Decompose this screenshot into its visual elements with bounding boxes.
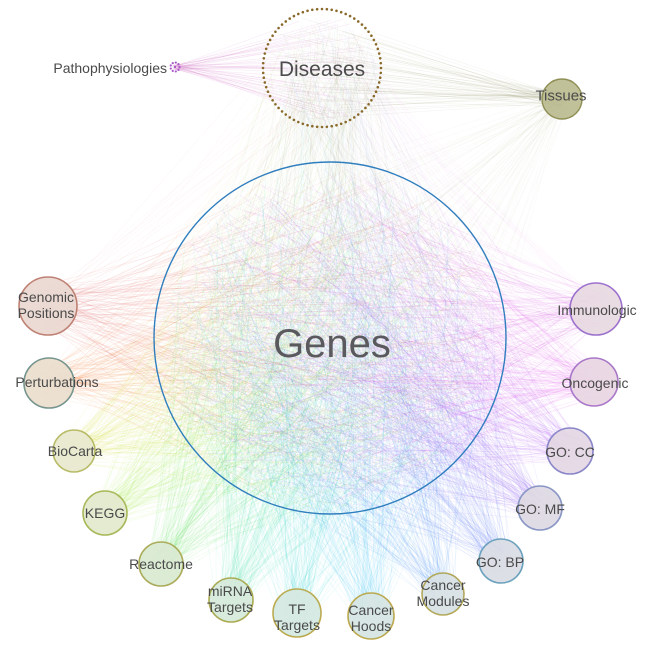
edges-oncogenic-diseases bbox=[278, 29, 600, 392]
edges-cancer-modules-genes bbox=[158, 175, 495, 609]
node-mirna-targets[interactable] bbox=[208, 577, 254, 623]
edges-reactome-diseases bbox=[153, 32, 361, 570]
edges-tissues-genes bbox=[162, 89, 572, 506]
edges-go-cc-genes bbox=[168, 169, 587, 488]
edges-go-mf-diseases bbox=[269, 18, 548, 516]
edges-genomic-positions-genes bbox=[26, 172, 489, 498]
node-go-cc[interactable] bbox=[546, 427, 594, 475]
node-tf-targets[interactable] bbox=[272, 588, 322, 638]
edges-mirna-targets-diseases bbox=[225, 11, 377, 607]
edges-perturbations-diseases bbox=[40, 34, 379, 390]
edges-pathophysiologies-diseases bbox=[172, 18, 376, 122]
node-genomic-positions[interactable] bbox=[18, 276, 78, 336]
node-cancer-hoods[interactable] bbox=[347, 592, 395, 640]
edges-cancer-modules-diseases bbox=[281, 22, 449, 600]
edges-kegg-diseases bbox=[96, 36, 361, 522]
genes-node[interactable] bbox=[153, 161, 507, 515]
edges-go-bp-genes bbox=[167, 180, 518, 578]
node-perturbations[interactable] bbox=[23, 357, 75, 409]
tissues-node[interactable] bbox=[541, 78, 583, 120]
edges-oncogenic-genes bbox=[165, 177, 611, 503]
node-immunologic[interactable] bbox=[569, 282, 623, 336]
edges-immunologic-diseases bbox=[273, 25, 606, 315]
node-kegg[interactable] bbox=[82, 490, 128, 536]
edges-mirna-targets-genes bbox=[171, 171, 493, 617]
edges-genomic-positions-diseases bbox=[40, 31, 367, 316]
pathophysiologies-node[interactable] bbox=[169, 61, 181, 73]
edges-immunologic-genes bbox=[170, 169, 614, 498]
edges-kegg-genes bbox=[88, 168, 488, 529]
edges-reactome-genes bbox=[144, 174, 491, 579]
node-go-bp[interactable] bbox=[478, 538, 524, 584]
node-cancer-modules[interactable] bbox=[421, 572, 465, 616]
node-go-mf[interactable] bbox=[517, 485, 563, 531]
edges-go-cc-diseases bbox=[272, 22, 578, 457]
edges-go-mf-genes bbox=[163, 170, 556, 522]
edges-cancer-hoods-diseases bbox=[285, 32, 380, 621]
edges-perturbations-genes bbox=[32, 174, 490, 499]
node-biocarta[interactable] bbox=[52, 429, 96, 473]
node-oncogenic[interactable] bbox=[569, 357, 619, 407]
edges-biocarta-diseases bbox=[67, 17, 362, 454]
diseases-node[interactable] bbox=[261, 7, 383, 129]
edges-tissues-diseases bbox=[264, 17, 570, 119]
edges-cancer-hoods-genes bbox=[180, 177, 494, 632]
node-reactome[interactable] bbox=[138, 541, 184, 587]
